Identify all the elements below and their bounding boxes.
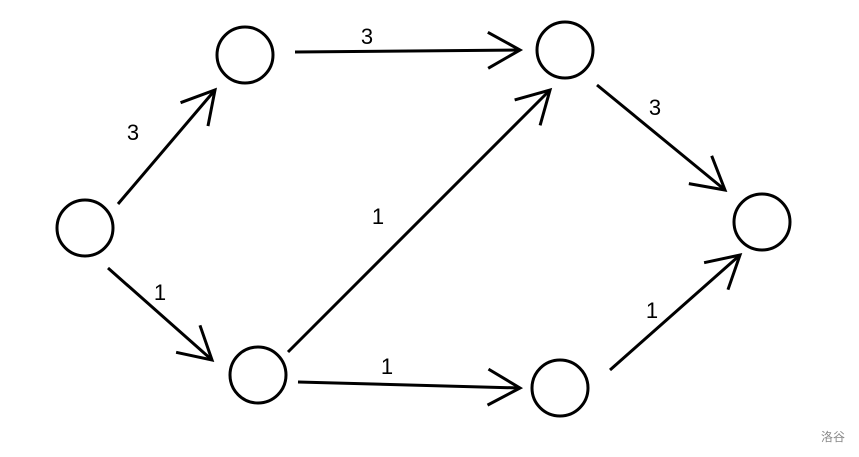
node-a [55,198,115,258]
arrowhead-icon [180,87,217,127]
edge-weight-label: 1 [646,298,658,323]
edge-line [609,253,741,372]
edge-c-d: 3 [596,83,728,192]
arrowhead-icon [175,324,215,363]
arrowhead-icon [487,30,524,70]
edge-weight-label: 1 [154,280,166,305]
edge-line [294,48,521,54]
watermark: 洛谷 [820,430,845,444]
node-c [535,20,595,80]
edge-weight-label: 1 [372,204,384,229]
edge-line [286,88,552,354]
edge-a-e: 1 [107,266,215,363]
edge-line [596,83,726,192]
arrowhead-icon [688,155,728,192]
node-f [530,358,590,418]
edge-line [297,380,521,390]
arrowhead-icon [514,87,553,126]
edge-a-b: 3 [116,87,217,205]
edge-weight-label: 1 [381,354,393,379]
arrowhead-icon [703,252,743,291]
edge-weight-label: 3 [361,24,373,49]
edge-b-c: 3 [294,24,524,70]
edge-f-d: 1 [609,252,743,372]
edge-e-c: 1 [286,87,553,354]
edge-weight-label: 3 [127,120,139,145]
node-b [215,25,275,85]
edge-line [107,266,213,362]
edge-e-f: 1 [297,354,524,407]
node-e [228,345,288,405]
edge-line [116,89,217,205]
edge-weight-label: 3 [649,95,661,120]
arrowhead-icon [486,367,524,407]
node-d [732,192,792,252]
